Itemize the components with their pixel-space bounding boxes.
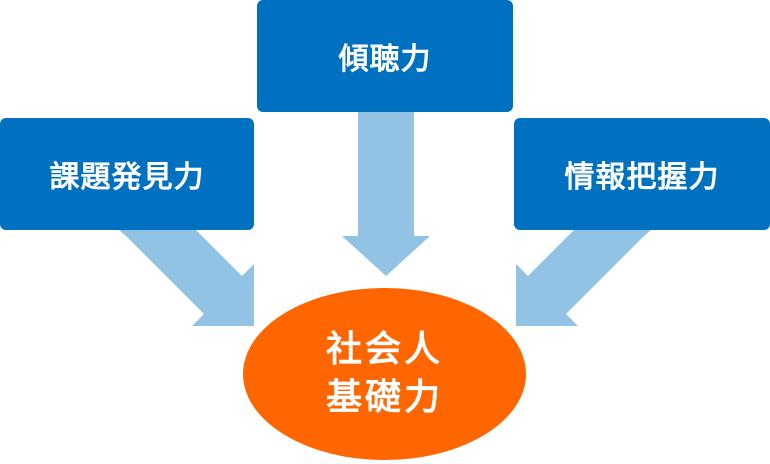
- center-label-line1: 社会人: [325, 329, 443, 370]
- skill-box-information-grasp: 情報把握力: [514, 118, 770, 230]
- skill-box-label: 課題発見力: [49, 160, 205, 195]
- arrow-right-to-center: [516, 230, 651, 326]
- arrow-left-to-center: [119, 230, 254, 326]
- skill-box-label: 傾聴力: [338, 42, 432, 77]
- center-ellipse: 社会人 基礎力: [243, 288, 526, 460]
- skill-box-problem-finding: 課題発見力: [0, 118, 254, 230]
- skill-box-listening: 傾聴力: [257, 0, 513, 112]
- arrow-top-to-center: [342, 112, 430, 276]
- center-label-line2: 基礎力: [325, 377, 443, 418]
- skill-box-label: 情報把握力: [564, 160, 720, 195]
